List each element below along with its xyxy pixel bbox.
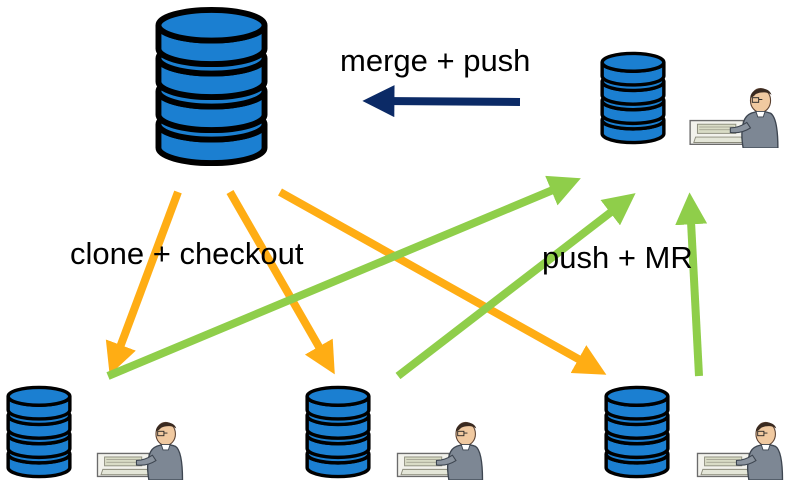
push-arrows — [106, 175, 708, 380]
push-arrow-from-dev1 — [106, 175, 581, 380]
push-mr-label: push + MR — [542, 240, 693, 275]
maintainer-developer-at-computer-icon — [689, 87, 779, 148]
developer-2-at-computer-icon — [396, 421, 484, 480]
merge-push-arrow — [362, 85, 521, 118]
developer-3-database-icon — [604, 385, 670, 479]
central-repository-database-icon — [158, 10, 264, 163]
clone-arrow-to-dev2 — [226, 190, 335, 375]
clone-arrows — [105, 188, 607, 375]
developer-3-at-computer-icon — [696, 421, 784, 480]
developer-1-database-icon — [6, 385, 72, 479]
developer-1-at-computer-icon — [96, 421, 184, 480]
developer-2-database-icon — [305, 385, 371, 479]
merge-push-label: merge + push — [340, 43, 530, 78]
clone-arrow-to-dev3 — [278, 188, 607, 375]
push-arrow-from-dev3 — [675, 192, 708, 377]
maintainer-repository-database-icon — [600, 51, 666, 145]
clone-arrow-to-dev1 — [105, 190, 182, 375]
clone-checkout-label: clone + checkout — [70, 236, 304, 271]
push-arrow-from-dev2 — [395, 193, 636, 380]
